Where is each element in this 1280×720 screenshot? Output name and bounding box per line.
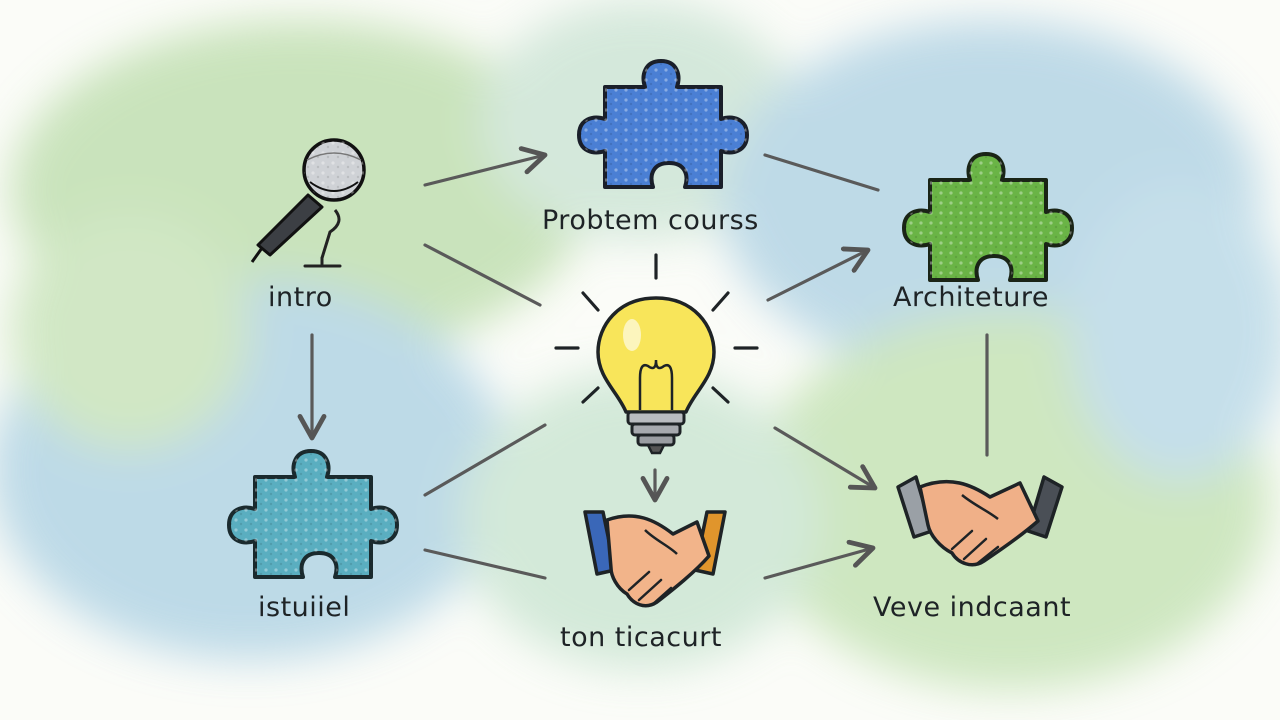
- problem-puzzle-icon: [577, 59, 749, 189]
- istuiiel-puzzle-icon: [227, 449, 399, 579]
- line-istuiiel-to-ton: [423, 548, 547, 580]
- label-architecture: Architeture: [893, 282, 1049, 313]
- label-problem: Probtem courss: [542, 205, 759, 236]
- line-intro-to-center: [423, 243, 542, 307]
- arrow-intro-to-problem: [423, 146, 548, 187]
- label-intro: intro: [268, 282, 333, 313]
- arrow-center-to-veve: [773, 426, 878, 491]
- microphone-icon: [250, 138, 366, 268]
- right-handshake-icon: [896, 475, 1064, 567]
- label-veve: Veve indcaant: [873, 592, 1072, 623]
- arrow-center-to-architecture: [766, 246, 871, 302]
- lightbulb-icon: [554, 253, 759, 455]
- architecture-puzzle-icon: [902, 152, 1074, 282]
- arrow-ton-to-veve: [763, 539, 876, 580]
- connectors: [297, 146, 989, 580]
- label-istuiiel: istuiiel: [258, 592, 351, 623]
- line-problem-to-architecture: [763, 153, 880, 192]
- line-istuiiel-to-center: [423, 423, 547, 497]
- label-ton: ton ticacurt: [560, 622, 722, 653]
- center-handshake-icon: [583, 510, 727, 608]
